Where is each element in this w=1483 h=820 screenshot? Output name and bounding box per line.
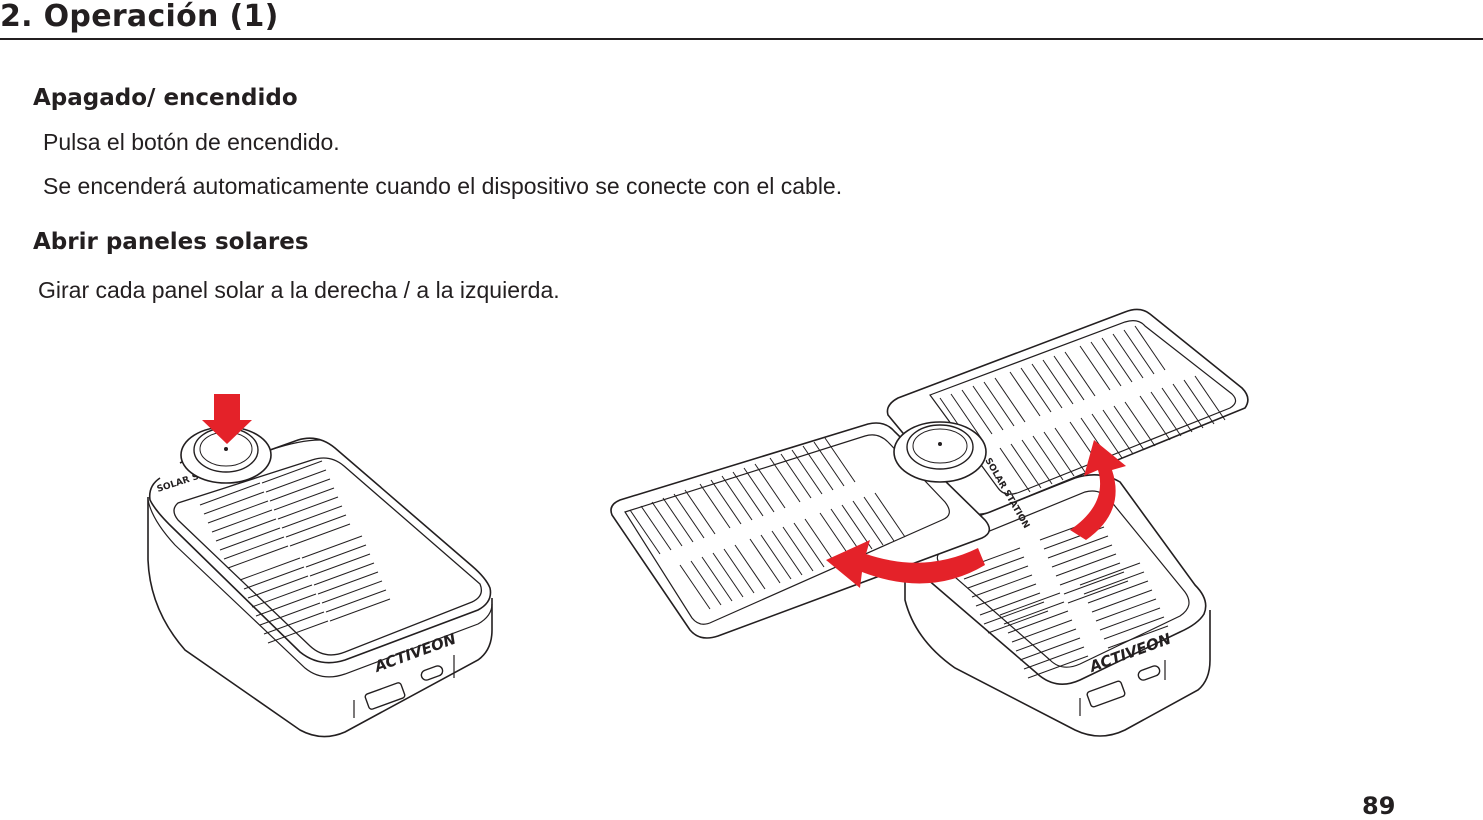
body-text-power-2: Se encenderá automaticamente cuando el d… xyxy=(43,173,843,199)
title-divider xyxy=(0,38,1483,40)
body-text-power-1: Pulsa el botón de encendido. xyxy=(43,129,340,155)
subheading-power: Apagado/ encendido xyxy=(33,85,298,111)
page-number: 89 xyxy=(1362,792,1396,820)
rotate-right-arrow xyxy=(1070,440,1126,540)
press-down-arrow xyxy=(202,394,252,444)
opened-device: ACTIVEON SOLAR STATION xyxy=(610,308,1249,737)
subheading-open-panels: Abrir paneles solares xyxy=(33,229,309,255)
body-text-open-panels: Girar cada panel solar a la derecha / a … xyxy=(38,277,560,303)
closed-device: ACTIVEON SOLAR STATION xyxy=(147,394,493,738)
section-title: 2. Operación (1) xyxy=(0,0,279,34)
rotate-left-arrow xyxy=(826,540,985,588)
